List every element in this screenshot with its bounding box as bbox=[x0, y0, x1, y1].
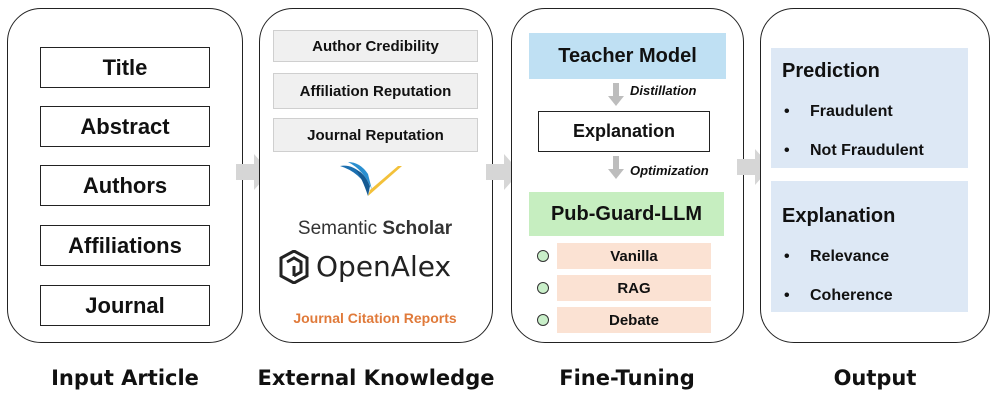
explanation-item: •Relevance bbox=[784, 248, 890, 265]
explanation-output-box bbox=[771, 181, 968, 312]
prediction-item: •Fraudulent bbox=[784, 103, 893, 120]
arrow-down-icon bbox=[608, 169, 624, 179]
semantic-scholar-bold: Scholar bbox=[382, 218, 453, 239]
explanation-item: •Coherence bbox=[784, 287, 893, 304]
external-knowledge-footer: External Knowledge bbox=[257, 366, 495, 390]
pub-guard-llm-box: Pub-Guard-LLM bbox=[529, 192, 724, 236]
explanation-item-label: Coherence bbox=[810, 287, 893, 304]
openalex-logo-icon bbox=[279, 250, 309, 284]
knowledge-affiliation-reputation: Affiliation Reputation bbox=[273, 73, 478, 109]
method-indicator-icon bbox=[537, 250, 549, 262]
arrow-down-icon bbox=[608, 96, 624, 106]
external-knowledge-panel bbox=[259, 8, 493, 343]
distillation-arrow bbox=[613, 83, 619, 97]
field-abstract: Abstract bbox=[40, 106, 210, 147]
distillation-label: Distillation bbox=[630, 83, 697, 98]
knowledge-author-credibility: Author Credibility bbox=[273, 30, 478, 62]
output-footer: Output bbox=[833, 366, 917, 390]
prediction-item-label: Not Fraudulent bbox=[810, 142, 924, 159]
explanation-item-label: Relevance bbox=[810, 248, 890, 265]
semantic-scholar-text: Semantic Scholar bbox=[275, 218, 475, 240]
field-authors: Authors bbox=[40, 165, 210, 206]
field-affiliations: Affiliations bbox=[40, 225, 210, 266]
input-article-footer: Input Article bbox=[51, 366, 199, 390]
semantic-scholar-logo-icon bbox=[340, 162, 402, 196]
method-indicator-icon bbox=[537, 314, 549, 326]
field-title: Title bbox=[40, 47, 210, 88]
method-indicator-icon bbox=[537, 282, 549, 294]
explanation-output-title: Explanation bbox=[782, 205, 896, 227]
explanation-box: Explanation bbox=[538, 111, 710, 152]
prediction-item-label: Fraudulent bbox=[810, 103, 893, 120]
prediction-title: Prediction bbox=[782, 60, 880, 82]
prediction-box bbox=[771, 48, 968, 168]
openalex-text: OpenAlex bbox=[316, 250, 452, 283]
journal-citation-reports-text: Journal Citation Reports bbox=[293, 310, 457, 326]
knowledge-journal-reputation: Journal Reputation bbox=[273, 118, 478, 152]
method-rag: RAG bbox=[557, 275, 711, 301]
teacher-model-box: Teacher Model bbox=[529, 33, 726, 79]
method-debate: Debate bbox=[557, 307, 711, 333]
semantic-scholar-prefix: Semantic bbox=[297, 218, 383, 239]
method-vanilla: Vanilla bbox=[557, 243, 711, 269]
fine-tuning-footer: Fine-Tuning bbox=[559, 366, 695, 390]
optimization-label: Optimization bbox=[630, 163, 709, 178]
optimization-arrow bbox=[613, 156, 619, 170]
prediction-item: •Not Fraudulent bbox=[784, 142, 924, 159]
field-journal: Journal bbox=[40, 285, 210, 326]
